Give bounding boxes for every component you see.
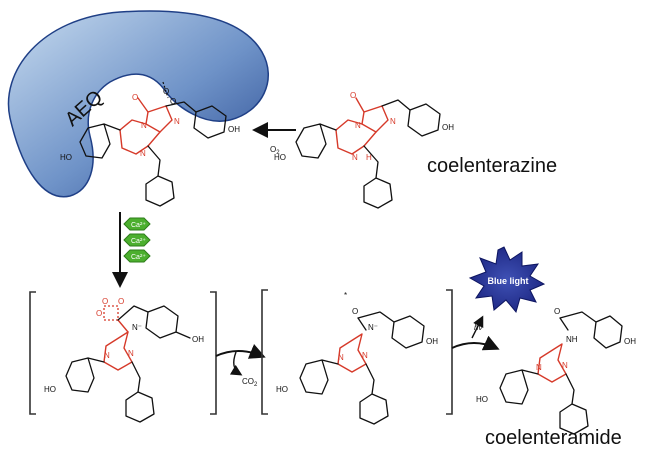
svg-text:N: N: [390, 117, 396, 126]
svg-text:OH: OH: [228, 125, 240, 134]
svg-text:*: *: [344, 291, 347, 300]
svg-text:O: O: [96, 309, 102, 318]
svg-text:N: N: [104, 351, 110, 360]
svg-text:N⁻: N⁻: [368, 323, 378, 332]
svg-text:HO: HO: [274, 153, 286, 162]
svg-text:O: O: [102, 297, 108, 306]
svg-text:O: O: [350, 91, 356, 100]
svg-text:N⁻: N⁻: [132, 323, 142, 332]
bound-coelenterazine: O O O N N N OH HO: [60, 81, 240, 207]
svg-text:hν: hν: [474, 323, 482, 332]
svg-text:O: O: [132, 93, 138, 102]
light-label: Blue light: [488, 276, 529, 286]
svg-text:HO: HO: [60, 153, 72, 162]
svg-text:N: N: [536, 363, 542, 372]
svg-text:HO: HO: [476, 395, 488, 404]
co2-arrow: CO2: [215, 344, 266, 388]
svg-text:O: O: [118, 297, 124, 306]
svg-text:O: O: [352, 307, 358, 316]
coelenteramide-product: O NH OH N N HO: [476, 307, 636, 435]
svg-text:Ca²⁺: Ca²⁺: [131, 222, 146, 229]
calcium-arrow: Ca²⁺ Ca²⁺ Ca²⁺: [112, 212, 151, 288]
svg-text:N: N: [128, 349, 134, 358]
svg-text:O2: O2: [270, 145, 280, 156]
svg-text:HO: HO: [44, 385, 56, 394]
calcium-ion-1: Ca²⁺: [123, 217, 151, 231]
svg-text:O: O: [170, 97, 176, 106]
calcium-ion-3: Ca²⁺: [123, 249, 151, 263]
svg-text:Ca²⁺: Ca²⁺: [131, 254, 146, 261]
light-emission-arrow: hν: [451, 315, 500, 351]
svg-text:OH: OH: [192, 335, 204, 344]
svg-text:O: O: [163, 87, 169, 96]
svg-text:N: N: [362, 351, 368, 360]
oxygen-arrow: O2: [252, 122, 296, 156]
free-coelenterazine: O N N H N OH HO: [274, 91, 454, 209]
svg-text:O: O: [554, 307, 560, 316]
blue-light-burst: Blue light: [468, 246, 546, 314]
aequorin-protein: AEQ: [7, 10, 270, 198]
svg-text:N: N: [352, 153, 358, 162]
svg-text:CO2: CO2: [242, 377, 258, 388]
svg-text:H: H: [366, 153, 372, 162]
svg-text:OH: OH: [442, 123, 454, 132]
svg-text:N: N: [338, 353, 344, 362]
svg-text:OH: OH: [426, 337, 438, 346]
calcium-ion-2: Ca²⁺: [123, 233, 151, 247]
svg-text:NH: NH: [566, 335, 578, 344]
svg-text:N: N: [140, 149, 146, 158]
substrate-name: coelenterazine: [427, 155, 557, 177]
svg-text:N: N: [562, 361, 568, 370]
excited-coelenteramide: * O N⁻ OH N N HO: [261, 289, 453, 425]
svg-text:Ca²⁺: Ca²⁺: [131, 238, 146, 245]
svg-text:HO: HO: [276, 385, 288, 394]
dioxetanone-intermediate: O O O N⁻ N N OH HO: [29, 291, 217, 423]
svg-text:N: N: [355, 121, 361, 130]
product-name: coelenteramide: [485, 427, 622, 449]
svg-text:N: N: [141, 121, 147, 130]
svg-text:OH: OH: [624, 337, 636, 346]
svg-text:N: N: [174, 117, 180, 126]
